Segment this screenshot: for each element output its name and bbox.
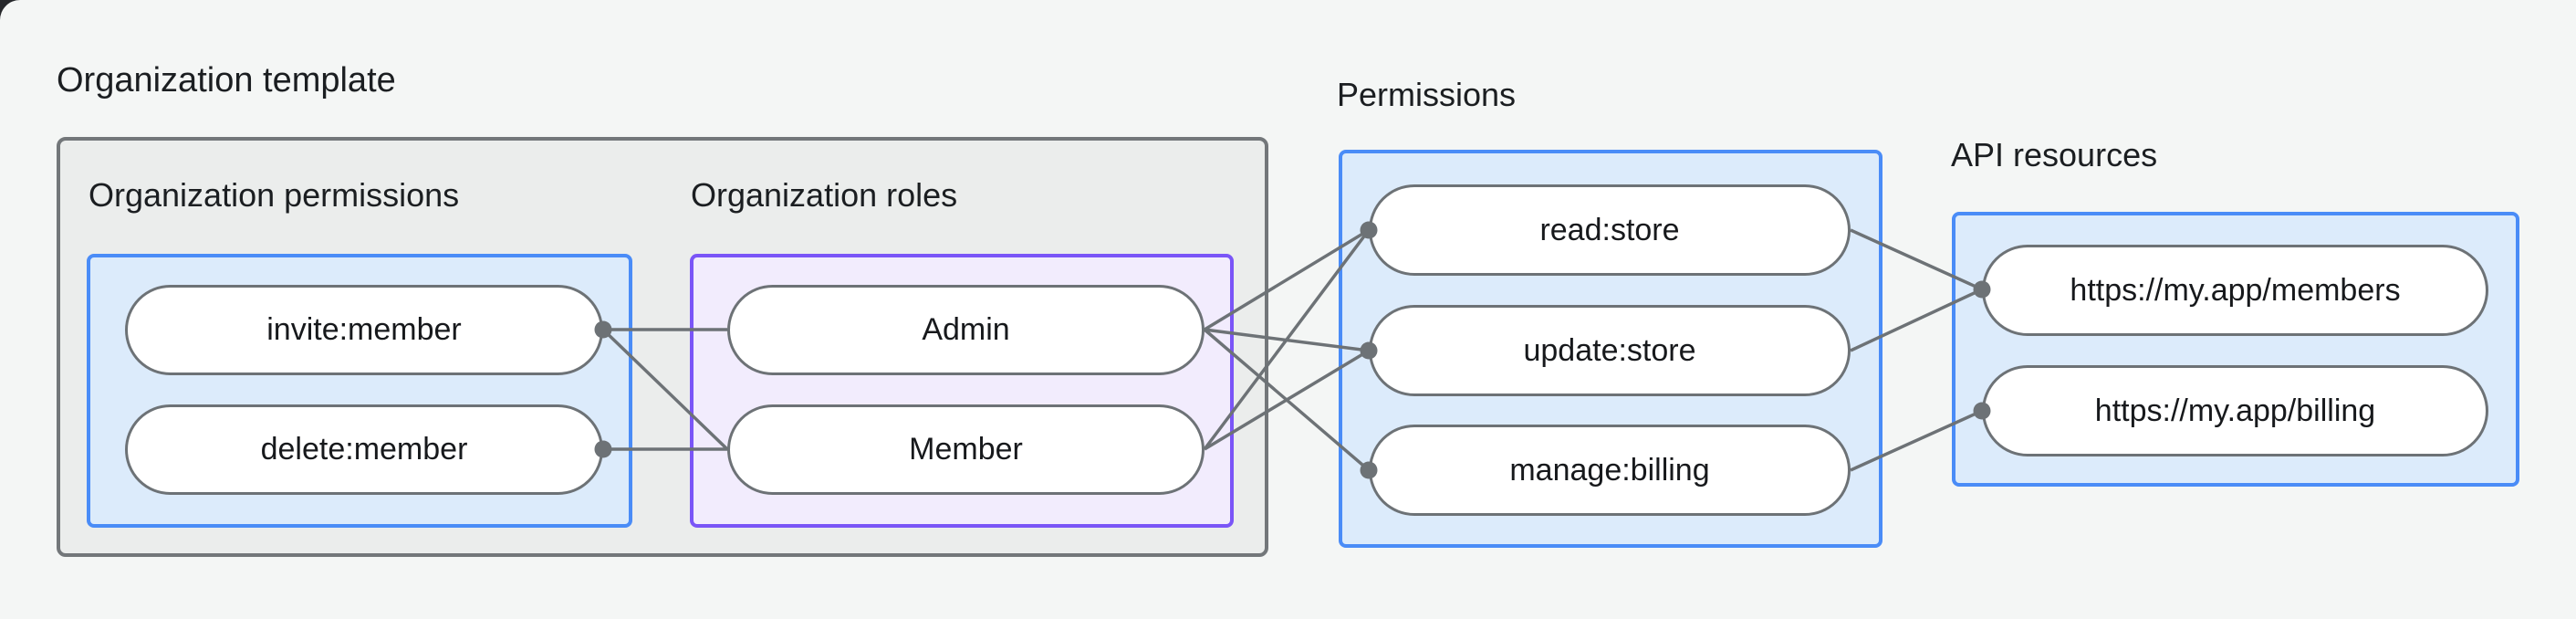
node-pill-members-resource: https://my.app/members [1982,245,2488,336]
permissions-heading: Permissions [1337,76,1517,113]
node-pill-delete-member: delete:member [125,404,603,495]
organization-roles-heading: Organization roles [691,176,958,214]
api-resources-heading: API resources [1951,136,2158,173]
node-pill-manage-billing: manage:billing [1369,425,1851,516]
node-pill-read-store: read:store [1369,184,1851,276]
page-title: Organization template [57,61,396,100]
node-pill-billing-resource: https://my.app/billing [1982,365,2488,456]
node-pill-admin: Admin [727,285,1205,375]
node-pill-invite-member: invite:member [125,285,603,375]
organization-permissions-heading: Organization permissions [89,176,460,214]
node-pill-update-store: update:store [1369,305,1851,396]
node-pill-member: Member [727,404,1205,495]
